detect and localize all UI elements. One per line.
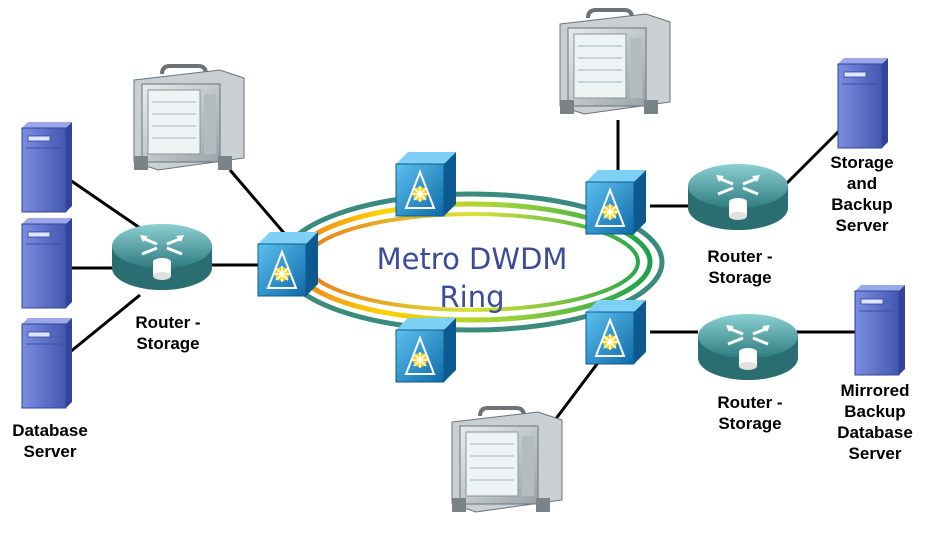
test-instrument-icon bbox=[132, 64, 246, 172]
router-icon bbox=[696, 312, 800, 382]
test-instrument-icon bbox=[558, 8, 672, 116]
optical-switch-icon bbox=[257, 231, 319, 297]
router-icon bbox=[686, 162, 790, 232]
test-instrument-icon bbox=[450, 406, 564, 514]
server-icon bbox=[21, 121, 73, 213]
server-icon bbox=[21, 217, 73, 309]
server-icon bbox=[837, 57, 889, 149]
optical-switch-icon bbox=[395, 317, 457, 383]
optical-switch-icon bbox=[585, 299, 647, 365]
optical-switch-icon bbox=[395, 151, 457, 217]
right-bottom-router-label: Router - Storage bbox=[717, 393, 783, 433]
connection-lines bbox=[69, 120, 858, 441]
router-icon bbox=[110, 222, 214, 292]
mirrored-backup-server-label: Mirrored Backup Database Server bbox=[837, 381, 913, 463]
optical-switch-icon bbox=[585, 169, 647, 235]
ring-title-line2: Ring bbox=[439, 280, 505, 314]
ring-title: Metro DWDM Ring bbox=[372, 240, 572, 316]
left-router-label: Router - Storage bbox=[135, 313, 201, 353]
storage-backup-server-label: Storage and Backup Server bbox=[830, 153, 894, 235]
right-top-router-label: Router - Storage bbox=[707, 247, 773, 287]
database-server-label: Database Server bbox=[12, 421, 88, 461]
server-icon bbox=[854, 284, 906, 376]
ring-title-line1: Metro DWDM bbox=[376, 242, 568, 276]
server-icon bbox=[21, 317, 73, 409]
